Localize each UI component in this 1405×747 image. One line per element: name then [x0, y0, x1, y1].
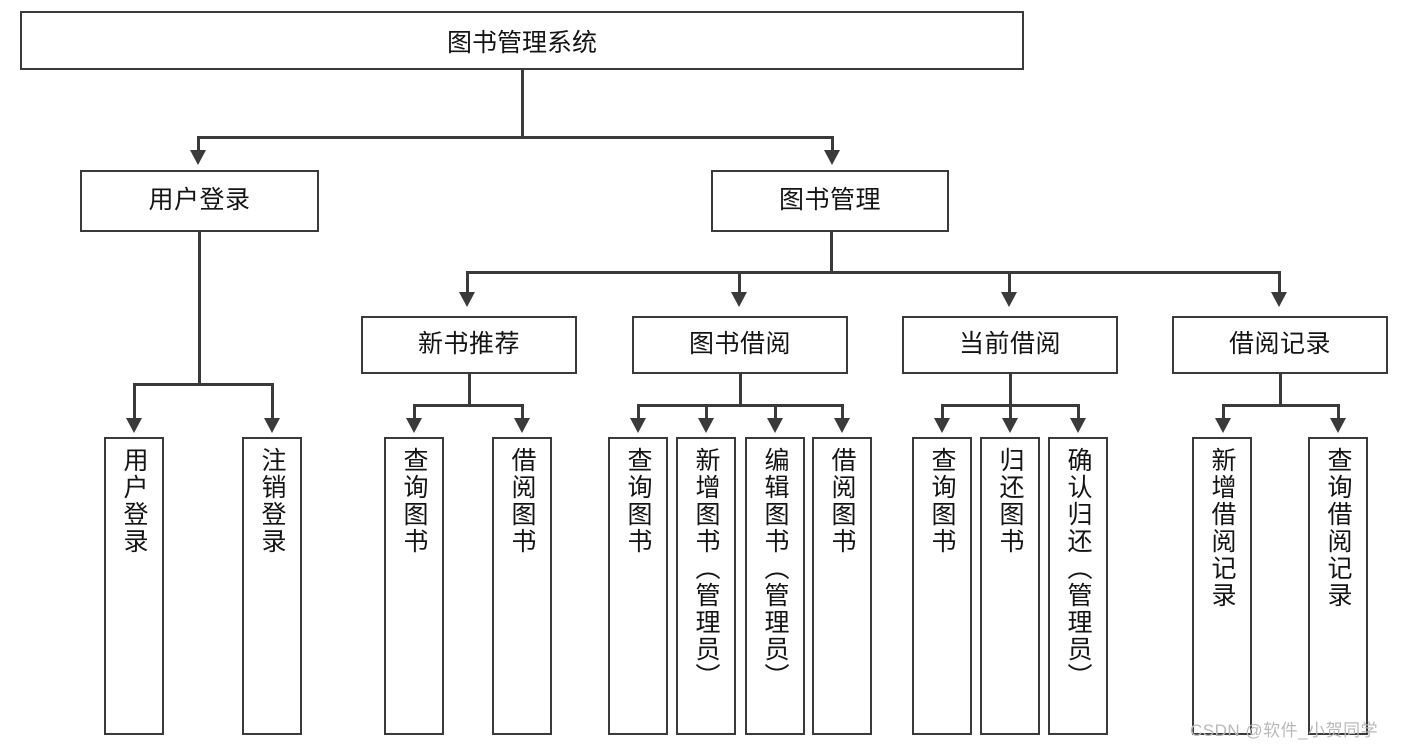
node-book-borrow[interactable]: 图书借阅 — [632, 316, 848, 374]
arrow-current-borrow-leaf-1 — [934, 418, 950, 433]
arrow-book-borrow-leaf-2 — [698, 418, 714, 433]
connector-book-borrow-drop-2 — [705, 404, 708, 421]
connector-book-borrow-drop-4 — [841, 404, 844, 421]
leaf-label: 确认归还（管理员） — [1064, 447, 1092, 690]
node-label: 图书借阅 — [688, 330, 791, 359]
node-new-book-recommend[interactable]: 新书推荐 — [361, 316, 577, 374]
node-book-management[interactable]: 图书管理 — [711, 170, 949, 232]
node-user-login[interactable]: 用户登录 — [80, 170, 319, 232]
connector-user-login-drop-2 — [271, 383, 274, 421]
leaf-borrow-record-query[interactable]: 查询借阅记录 — [1308, 437, 1368, 735]
leaf-current-borrow-query[interactable]: 查询图书 — [912, 437, 972, 735]
leaf-label: 用户登录 — [120, 447, 148, 555]
node-label: 借阅记录 — [1228, 330, 1331, 359]
arrow-book-borrow-leaf-3 — [767, 418, 783, 433]
connector-book-manage-drop-4 — [1278, 271, 1281, 295]
connector-user-login-drop-1 — [133, 383, 136, 421]
arrow-user-login-leaf-1 — [126, 418, 142, 433]
connector-new-book-drop-1 — [413, 404, 416, 421]
leaf-user-login-login[interactable]: 用户登录 — [104, 437, 164, 735]
leaf-label: 查询借阅记录 — [1324, 447, 1352, 609]
connector-user-login-bus — [133, 383, 273, 386]
leaf-current-borrow-return[interactable]: 归还图书 — [980, 437, 1040, 735]
connector-book-manage-stem — [830, 232, 833, 273]
leaf-borrow-record-add[interactable]: 新增借阅记录 — [1192, 437, 1252, 735]
leaf-label: 新增借阅记录 — [1208, 447, 1236, 609]
connector-book-manage-drop-2 — [738, 271, 741, 295]
connector-book-borrow-drop-1 — [637, 404, 640, 421]
arrow-book-manage-to-borrow-record — [1271, 292, 1287, 307]
leaf-book-borrow-add[interactable]: 新增图书（管理员） — [676, 437, 736, 735]
leaf-label: 查询图书 — [400, 447, 428, 555]
leaf-current-borrow-confirm-return[interactable]: 确认归还（管理员） — [1048, 437, 1108, 735]
arrow-book-borrow-leaf-1 — [630, 418, 646, 433]
connector-user-login-stem — [198, 232, 201, 385]
node-label: 新书推荐 — [417, 330, 520, 359]
node-label: 图书管理系统 — [446, 28, 597, 57]
csdn-watermark: CSDN @软件_小贺同学 — [1190, 716, 1378, 741]
arrow-user-login-leaf-2 — [264, 418, 280, 433]
connector-root-to-user-login — [197, 136, 200, 154]
arrow-root-to-user-login — [190, 150, 206, 165]
node-label: 图书管理 — [778, 186, 881, 215]
connector-borrow-record-drop-2 — [1337, 404, 1340, 421]
leaf-book-borrow-query[interactable]: 查询图书 — [608, 437, 668, 735]
node-borrow-record[interactable]: 借阅记录 — [1172, 316, 1388, 374]
arrow-new-book-leaf-1 — [406, 418, 422, 433]
connector-borrow-record-bus — [1222, 404, 1339, 407]
connector-root-bus — [197, 136, 834, 139]
node-label: 用户登录 — [148, 186, 251, 215]
leaf-book-borrow-borrow[interactable]: 借阅图书 — [812, 437, 872, 735]
leaf-user-login-logout[interactable]: 注销登录 — [242, 437, 302, 735]
connector-new-book-stem — [468, 374, 471, 406]
arrow-root-to-book-manage — [824, 150, 840, 165]
arrow-book-manage-to-book-borrow — [731, 292, 747, 307]
connector-current-borrow-stem — [1009, 374, 1012, 406]
arrow-new-book-leaf-2 — [514, 418, 530, 433]
leaf-new-book-query[interactable]: 查询图书 — [384, 437, 444, 735]
node-root-system[interactable]: 图书管理系统 — [20, 11, 1024, 70]
leaf-new-book-borrow[interactable]: 借阅图书 — [492, 437, 552, 735]
watermark-text: CSDN @软件_小贺同学 — [1190, 721, 1379, 740]
arrow-book-manage-to-current-borrow — [1001, 292, 1017, 307]
connector-book-borrow-bus — [637, 404, 843, 407]
arrow-current-borrow-leaf-2 — [1002, 418, 1018, 433]
connector-book-borrow-drop-3 — [774, 404, 777, 421]
connector-borrow-record-drop-1 — [1222, 404, 1225, 421]
node-current-borrow[interactable]: 当前借阅 — [902, 316, 1118, 374]
connector-current-borrow-drop-2 — [1009, 404, 1012, 421]
connector-root-stem — [521, 70, 524, 138]
connector-current-borrow-drop-1 — [941, 404, 944, 421]
leaf-label: 编辑图书（管理员） — [761, 447, 789, 690]
arrow-borrow-record-leaf-2 — [1330, 418, 1346, 433]
connector-borrow-record-stem — [1279, 374, 1282, 406]
arrow-borrow-record-leaf-1 — [1215, 418, 1231, 433]
leaf-label: 归还图书 — [996, 447, 1024, 555]
leaf-label: 借阅图书 — [828, 447, 856, 555]
arrow-book-manage-to-new-book — [459, 292, 475, 307]
leaf-label: 注销登录 — [258, 447, 286, 555]
node-label: 当前借阅 — [958, 330, 1061, 359]
leaf-label: 查询图书 — [624, 447, 652, 555]
arrow-book-borrow-leaf-4 — [834, 418, 850, 433]
connector-current-borrow-drop-3 — [1077, 404, 1080, 421]
connector-new-book-bus — [413, 404, 523, 407]
arrow-current-borrow-leaf-3 — [1070, 418, 1086, 433]
connector-root-to-book-manage — [831, 136, 834, 154]
connector-book-manage-drop-3 — [1008, 271, 1011, 295]
leaf-label: 借阅图书 — [508, 447, 536, 555]
connector-book-manage-drop-1 — [466, 271, 469, 295]
connector-book-borrow-stem — [739, 374, 742, 406]
leaf-book-borrow-edit[interactable]: 编辑图书（管理员） — [745, 437, 805, 735]
leaf-label: 查询图书 — [928, 447, 956, 555]
leaf-label: 新增图书（管理员） — [692, 447, 720, 690]
connector-new-book-drop-2 — [521, 404, 524, 421]
connector-book-manage-bus — [466, 271, 1280, 274]
